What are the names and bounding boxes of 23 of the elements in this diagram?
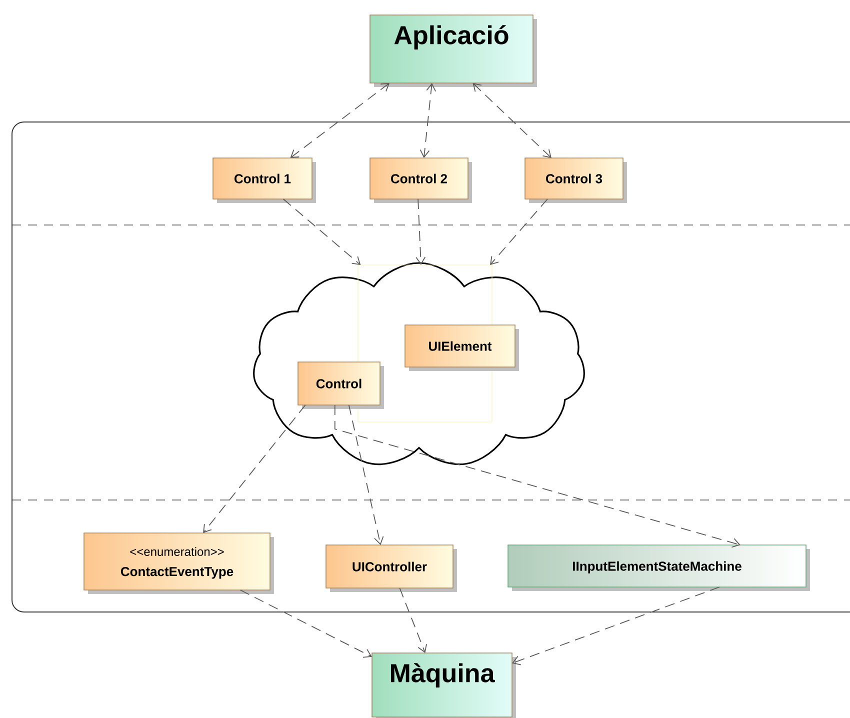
dependency-arrow — [282, 198, 361, 265]
component-box: Aplicació — [370, 14, 537, 87]
dependency-arrow — [240, 590, 372, 658]
dependency-arrow — [472, 83, 552, 158]
dependency-arrow — [490, 198, 548, 265]
component-box: Màquina — [372, 652, 516, 718]
dependency-arrow — [334, 404, 740, 548]
class-box: Control — [298, 362, 384, 409]
class-box: UIElement — [404, 324, 519, 371]
dependency-arrow — [399, 588, 427, 653]
dependency-arrow — [203, 404, 306, 534]
package-frame — [12, 122, 850, 612]
dependency-arrow — [512, 586, 720, 666]
interface-box: IInputElementStateMachine — [508, 544, 810, 591]
class-box: Control 3 — [524, 158, 627, 203]
class-box: <<enumeration>> ContactEventType — [84, 532, 274, 594]
dependency-arrow — [290, 83, 390, 158]
dependency-arrow — [348, 404, 384, 545]
class-box: Control 2 — [370, 158, 472, 203]
dependency-arrow — [420, 83, 436, 158]
class-box: UIController — [326, 544, 457, 592]
class-box: Control 1 — [212, 158, 316, 203]
dependency-arrow — [416, 198, 426, 265]
